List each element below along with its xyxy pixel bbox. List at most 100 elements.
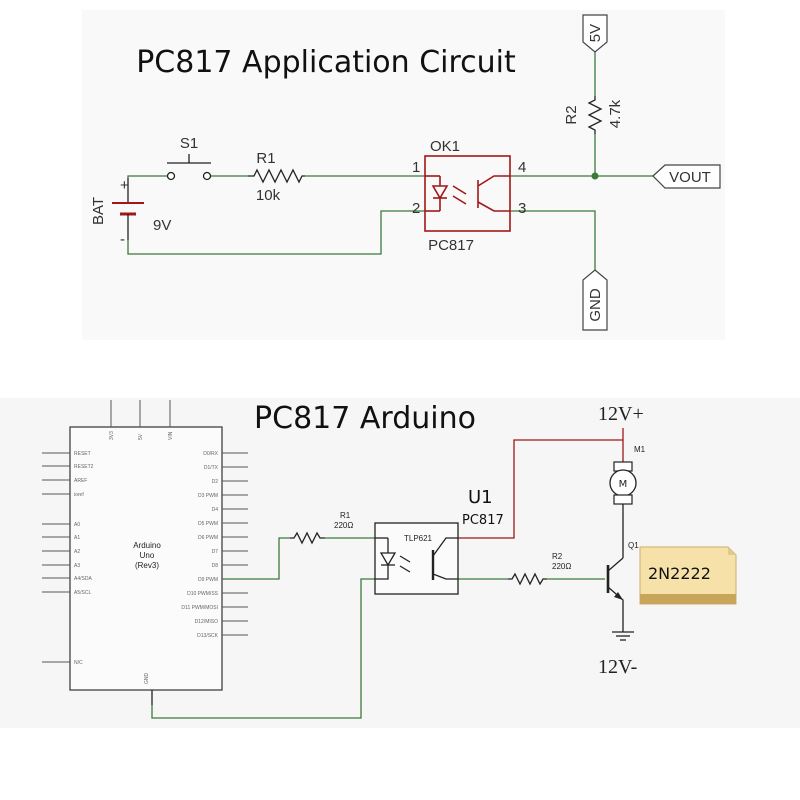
q1-collector (607, 557, 624, 572)
rail-negative: 12V- (598, 656, 637, 678)
pin3-label: 3 (518, 200, 526, 217)
resistor-r1-bottom: R1 220Ω (290, 511, 353, 545)
battery: + - BAT 9V (90, 177, 171, 248)
ok1-part: PC817 (428, 237, 474, 254)
tlp-light-arrow-1-icon (399, 555, 411, 563)
arduino-left-pin-label: ioref (74, 492, 84, 498)
u1-part: PC817 (462, 513, 504, 528)
rail-positive: 12V+ (598, 403, 644, 425)
arduino-top-pin-label: VIN (168, 431, 174, 440)
battery-label: BAT (90, 197, 107, 225)
tlp-light-arrow-2-icon (399, 565, 411, 573)
arduino-right-pin-label: D8 (212, 563, 219, 569)
vcc-flag: 5V (582, 14, 608, 53)
r2-label: R2 (563, 105, 580, 124)
top-title: PC817 Application Circuit (136, 45, 516, 80)
optocoupler-ok1: 1 2 4 3 OK1 PC817 (412, 138, 526, 254)
arduino-name-1: Arduino (133, 541, 161, 550)
r1b-label: R1 (340, 511, 351, 520)
arduino-left-pin-label: A5/SCL (74, 590, 91, 596)
pin1-label: 1 (412, 159, 420, 176)
light-arrow-2-icon (452, 195, 467, 205)
motor-label: M1 (634, 445, 646, 454)
battery-plus: + (120, 177, 129, 194)
arduino-left-pin-label: N/C (74, 660, 83, 666)
pin4-label: 4 (518, 159, 526, 176)
r1-value: 10k (256, 187, 281, 204)
tlp621-body (374, 522, 459, 595)
arduino-left-pin-label: A2 (74, 549, 80, 555)
ok1-label: OK1 (430, 138, 460, 155)
gnd-label: GND (587, 288, 604, 322)
switch-contact-left (166, 171, 176, 181)
bottom-panel: PC817 Arduino Arduino Uno (Rev3) RESETRE… (0, 398, 800, 728)
motor-terminal-bottom (613, 494, 633, 505)
wire-opto-to-12v (458, 439, 623, 539)
bottom-title: PC817 Arduino (254, 401, 476, 436)
arduino-name-2: Uno (140, 551, 155, 560)
ground-symbol-icon (612, 631, 634, 641)
wire-gnd-to-opto (151, 578, 375, 719)
arduino-right-pin-label: D12/MISO (195, 619, 218, 625)
top-panel: PC817 Application Circuit + - BAT 9V (82, 10, 725, 340)
battery-minus: - (120, 231, 125, 248)
battery-value: 9V (153, 217, 171, 234)
arduino-left-pin-label: AREF (74, 478, 87, 484)
pin2-label: 2 (412, 200, 420, 217)
vcc-flag-shape (582, 14, 608, 53)
resistor-r2-top: R2 4.7k (563, 96, 624, 134)
arduino-right-pin-label: D10 PWM/SS (187, 591, 219, 597)
arduino-right-pin-label: D3 PWM (198, 493, 218, 499)
gnd-flag: GND (582, 269, 608, 331)
arduino-right-pin-label: D6 PWM (198, 535, 218, 541)
arduino-left-pin-label: A4/SDA (74, 576, 92, 582)
transistor-note: 2N2222 (639, 546, 737, 605)
led-symbol-icon (431, 185, 449, 200)
arduino-right-pin-label: D0/RX (203, 451, 218, 457)
wire-d9-to-r1 (222, 537, 290, 580)
light-arrow-1-icon (452, 185, 467, 195)
vout-flag-shape (652, 164, 721, 189)
vout-flag: VOUT (652, 164, 721, 189)
r2-zigzag (587, 96, 603, 134)
ok1-body (424, 155, 511, 232)
arduino-right-pin-label: D2 (212, 479, 219, 485)
motor-symbol: M (619, 479, 628, 490)
arduino-left-pins: RESETRESET2AREFiorefA0A1A2A3A4/SDAA5/SCL… (42, 451, 94, 666)
switch-s1: S1 (166, 135, 212, 181)
u1-label: U1 (468, 487, 493, 508)
tlp-led-icon (379, 552, 397, 567)
r1b-zigzag (290, 531, 325, 545)
arduino-right-pin-label: D13/SCK (197, 633, 219, 639)
tlp-emitter (432, 573, 458, 580)
transistor-q1: Q1 (606, 541, 639, 632)
r1b-value: 220Ω (334, 521, 353, 530)
r2b-zigzag (508, 572, 547, 586)
note-card-fold (728, 547, 736, 555)
arduino-name-3: (Rev3) (135, 561, 159, 570)
wire-bat-to-pin2 (127, 210, 425, 255)
note-text: 2N2222 (648, 564, 711, 583)
arduino-gnd-pin: GND (144, 673, 150, 685)
r1-zigzag (248, 168, 305, 184)
wire-bat-to-switch (127, 175, 168, 178)
optocoupler-tlp621: TLP621 (374, 522, 459, 595)
r2b-value: 220Ω (552, 562, 571, 571)
switch-contact-right (202, 171, 212, 181)
arduino-top-pin-label: 5V (138, 433, 144, 440)
phototransistor-collector (477, 175, 510, 187)
arduino-left-pin-label: A0 (74, 522, 80, 528)
arduino-top-pins: 3V3 5V VIN (109, 400, 174, 440)
note-card-shadow (640, 594, 736, 604)
arduino-right-pin-label: D7 (212, 549, 219, 555)
gnd-flag-shape (582, 269, 608, 331)
wire-pin3-to-gnd (510, 210, 596, 272)
arduino-right-pin-label: D9 PWM (198, 577, 218, 583)
arduino-uno: Arduino Uno (Rev3) RESETRESET2AREFiorefA… (42, 400, 248, 705)
arduino-top-pin-label: 3V3 (109, 431, 115, 440)
arduino-left-pin-label: RESET2 (74, 464, 94, 470)
q1-label: Q1 (628, 541, 639, 550)
